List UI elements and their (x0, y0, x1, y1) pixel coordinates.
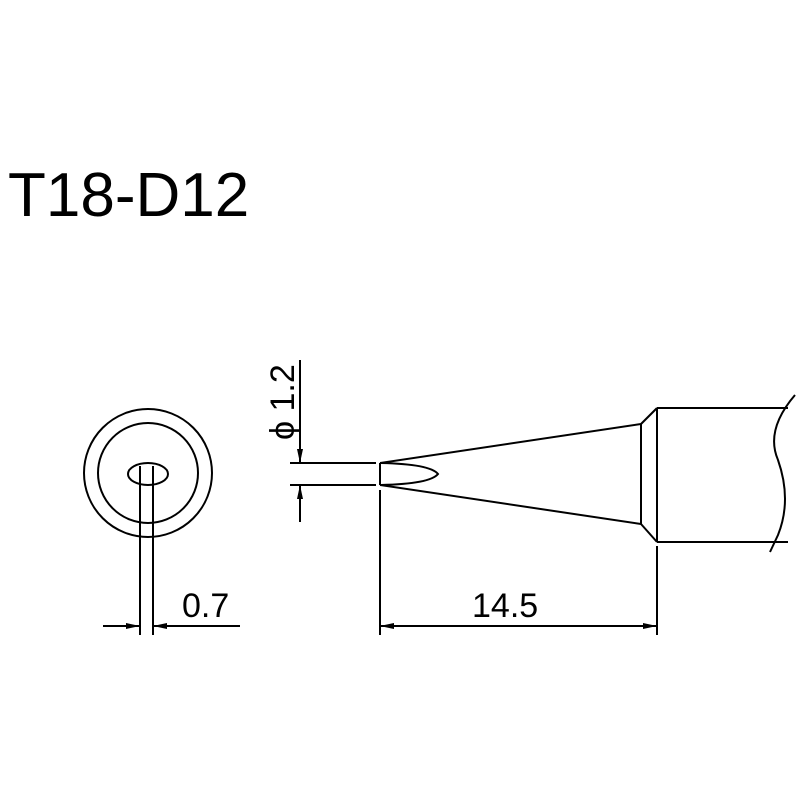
tip-width-label: 0.7 (182, 587, 229, 625)
side-view (290, 360, 796, 635)
inner-circle (97, 422, 199, 524)
tip-ellipse (127, 462, 169, 486)
taper-length-label: 14.5 (472, 587, 538, 625)
outer-circle (83, 408, 213, 538)
tip-diameter-label: ϕ 1.2 (264, 364, 302, 440)
drawing-title: T18-D12 (8, 161, 250, 230)
tip-diameter-label-group: ϕ 1.2 (264, 364, 302, 440)
end-view (83, 408, 240, 635)
